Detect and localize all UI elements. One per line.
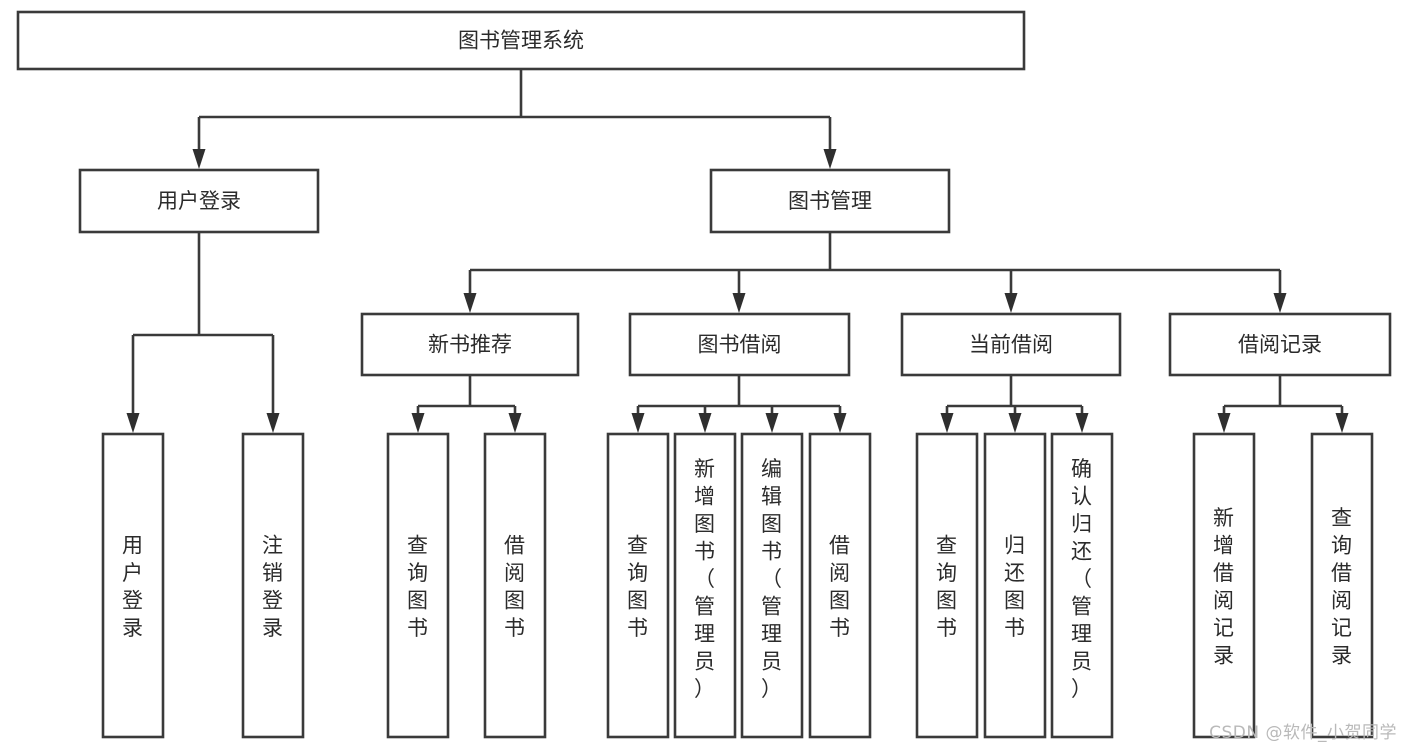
connector-root-to-user-login [192, 117, 206, 169]
node-box[interactable] [673, 432, 737, 739]
node-box[interactable] [900, 312, 1122, 377]
node-label: 新增图书（管理员） [694, 457, 716, 701]
node-label: 注销登录 [262, 533, 284, 640]
node-leaf-borrow-book-2[interactable]: 借阅图书 [808, 432, 872, 739]
node-box[interactable] [606, 432, 670, 739]
node-box[interactable] [360, 312, 580, 377]
connector-user-login-to-leaf1 [126, 335, 140, 433]
node-label: 图书管理 [788, 189, 872, 213]
node-label: 查询图书 [936, 533, 958, 640]
node-label: 查询借阅记录 [1331, 506, 1353, 668]
node-box[interactable] [1192, 432, 1256, 739]
connector-book-manage-to-record [1273, 270, 1287, 313]
connector-layer [126, 69, 1349, 433]
connector-book-manage-to-new-book [463, 270, 477, 313]
node-box[interactable] [740, 432, 804, 739]
node-label: 用户登录 [122, 533, 144, 640]
node-box[interactable] [808, 432, 872, 739]
node-box[interactable] [1050, 432, 1114, 739]
node-box[interactable] [1168, 312, 1392, 377]
node-label: 查询图书 [627, 533, 649, 640]
node-label: 借阅图书 [829, 533, 851, 640]
connector-record-to-leaf2 [1335, 406, 1349, 433]
node-label: 新增借阅记录 [1213, 506, 1235, 668]
connector-borrow-to-leaf2 [698, 406, 712, 433]
node-leaf-edit-book[interactable]: 编辑图书（管理员） [740, 432, 804, 739]
connector-current-to-leaf1 [940, 406, 954, 433]
connector-book-manage-to-borrow [732, 270, 746, 313]
connector-borrow-to-leaf3 [765, 406, 779, 433]
node-current-borrow[interactable]: 当前借阅 [900, 312, 1122, 377]
connector-current-to-leaf3 [1075, 406, 1089, 433]
node-label: 查询图书 [407, 533, 429, 640]
node-book-manage[interactable]: 图书管理 [709, 168, 951, 234]
connector-book-manage-to-current [1004, 270, 1018, 313]
node-box[interactable] [483, 432, 547, 739]
node-label: 归还图书 [1004, 533, 1026, 640]
node-box[interactable] [915, 432, 979, 739]
node-leaf-confirm-return[interactable]: 确认归还（管理员） [1050, 432, 1114, 739]
connector-new-book-to-leaf2 [508, 406, 522, 433]
connector-borrow-to-leaf1 [631, 406, 645, 433]
node-box[interactable] [709, 168, 951, 234]
node-label: 确认归还（管理员） [1071, 457, 1093, 701]
node-leaf-query-book-1[interactable]: 查询图书 [386, 432, 450, 739]
connector-user-login-to-leaf2 [266, 335, 280, 433]
node-leaf-add-record[interactable]: 新增借阅记录 [1192, 432, 1256, 739]
node-user-login[interactable]: 用户登录 [78, 168, 320, 234]
node-leaf-query-book-2[interactable]: 查询图书 [606, 432, 670, 739]
node-box[interactable] [983, 432, 1047, 739]
node-label: 图书管理系统 [458, 29, 584, 53]
node-box[interactable] [1310, 432, 1374, 739]
node-box[interactable] [16, 10, 1026, 71]
node-box[interactable] [101, 432, 165, 739]
connector-root-to-book-manage [823, 117, 837, 169]
node-box[interactable] [78, 168, 320, 234]
node-borrow-record[interactable]: 借阅记录 [1168, 312, 1392, 377]
node-layer: 图书管理系统用户登录图书管理新书推荐图书借阅当前借阅借阅记录用户登录注销登录查询… [16, 10, 1392, 739]
node-label: 借阅图书 [504, 533, 526, 640]
node-book-borrow[interactable]: 图书借阅 [628, 312, 851, 377]
node-label: 新书推荐 [428, 333, 512, 357]
connector-new-book-to-leaf1 [411, 406, 425, 433]
node-label: 当前借阅 [969, 333, 1053, 357]
connector-record-to-leaf1 [1217, 406, 1231, 433]
connector-current-to-leaf2 [1008, 406, 1022, 433]
connector-borrow-to-leaf4 [833, 406, 847, 433]
node-label: 借阅记录 [1238, 333, 1322, 357]
node-root[interactable]: 图书管理系统 [16, 10, 1026, 71]
node-label: 图书借阅 [698, 333, 782, 357]
node-label: 编辑图书（管理员） [761, 457, 783, 701]
node-label: 用户登录 [157, 189, 241, 213]
node-leaf-logout[interactable]: 注销登录 [241, 432, 305, 739]
node-box[interactable] [241, 432, 305, 739]
node-leaf-query-book-3[interactable]: 查询图书 [915, 432, 979, 739]
node-leaf-user-login[interactable]: 用户登录 [101, 432, 165, 739]
watermark-text: CSDN @软件_小贺同学 [1209, 723, 1397, 743]
node-leaf-return-book[interactable]: 归还图书 [983, 432, 1047, 739]
node-box[interactable] [386, 432, 450, 739]
node-new-book-rec[interactable]: 新书推荐 [360, 312, 580, 377]
node-leaf-add-book[interactable]: 新增图书（管理员） [673, 432, 737, 739]
node-leaf-query-record[interactable]: 查询借阅记录 [1310, 432, 1374, 739]
node-box[interactable] [628, 312, 851, 377]
node-leaf-borrow-book-1[interactable]: 借阅图书 [483, 432, 547, 739]
